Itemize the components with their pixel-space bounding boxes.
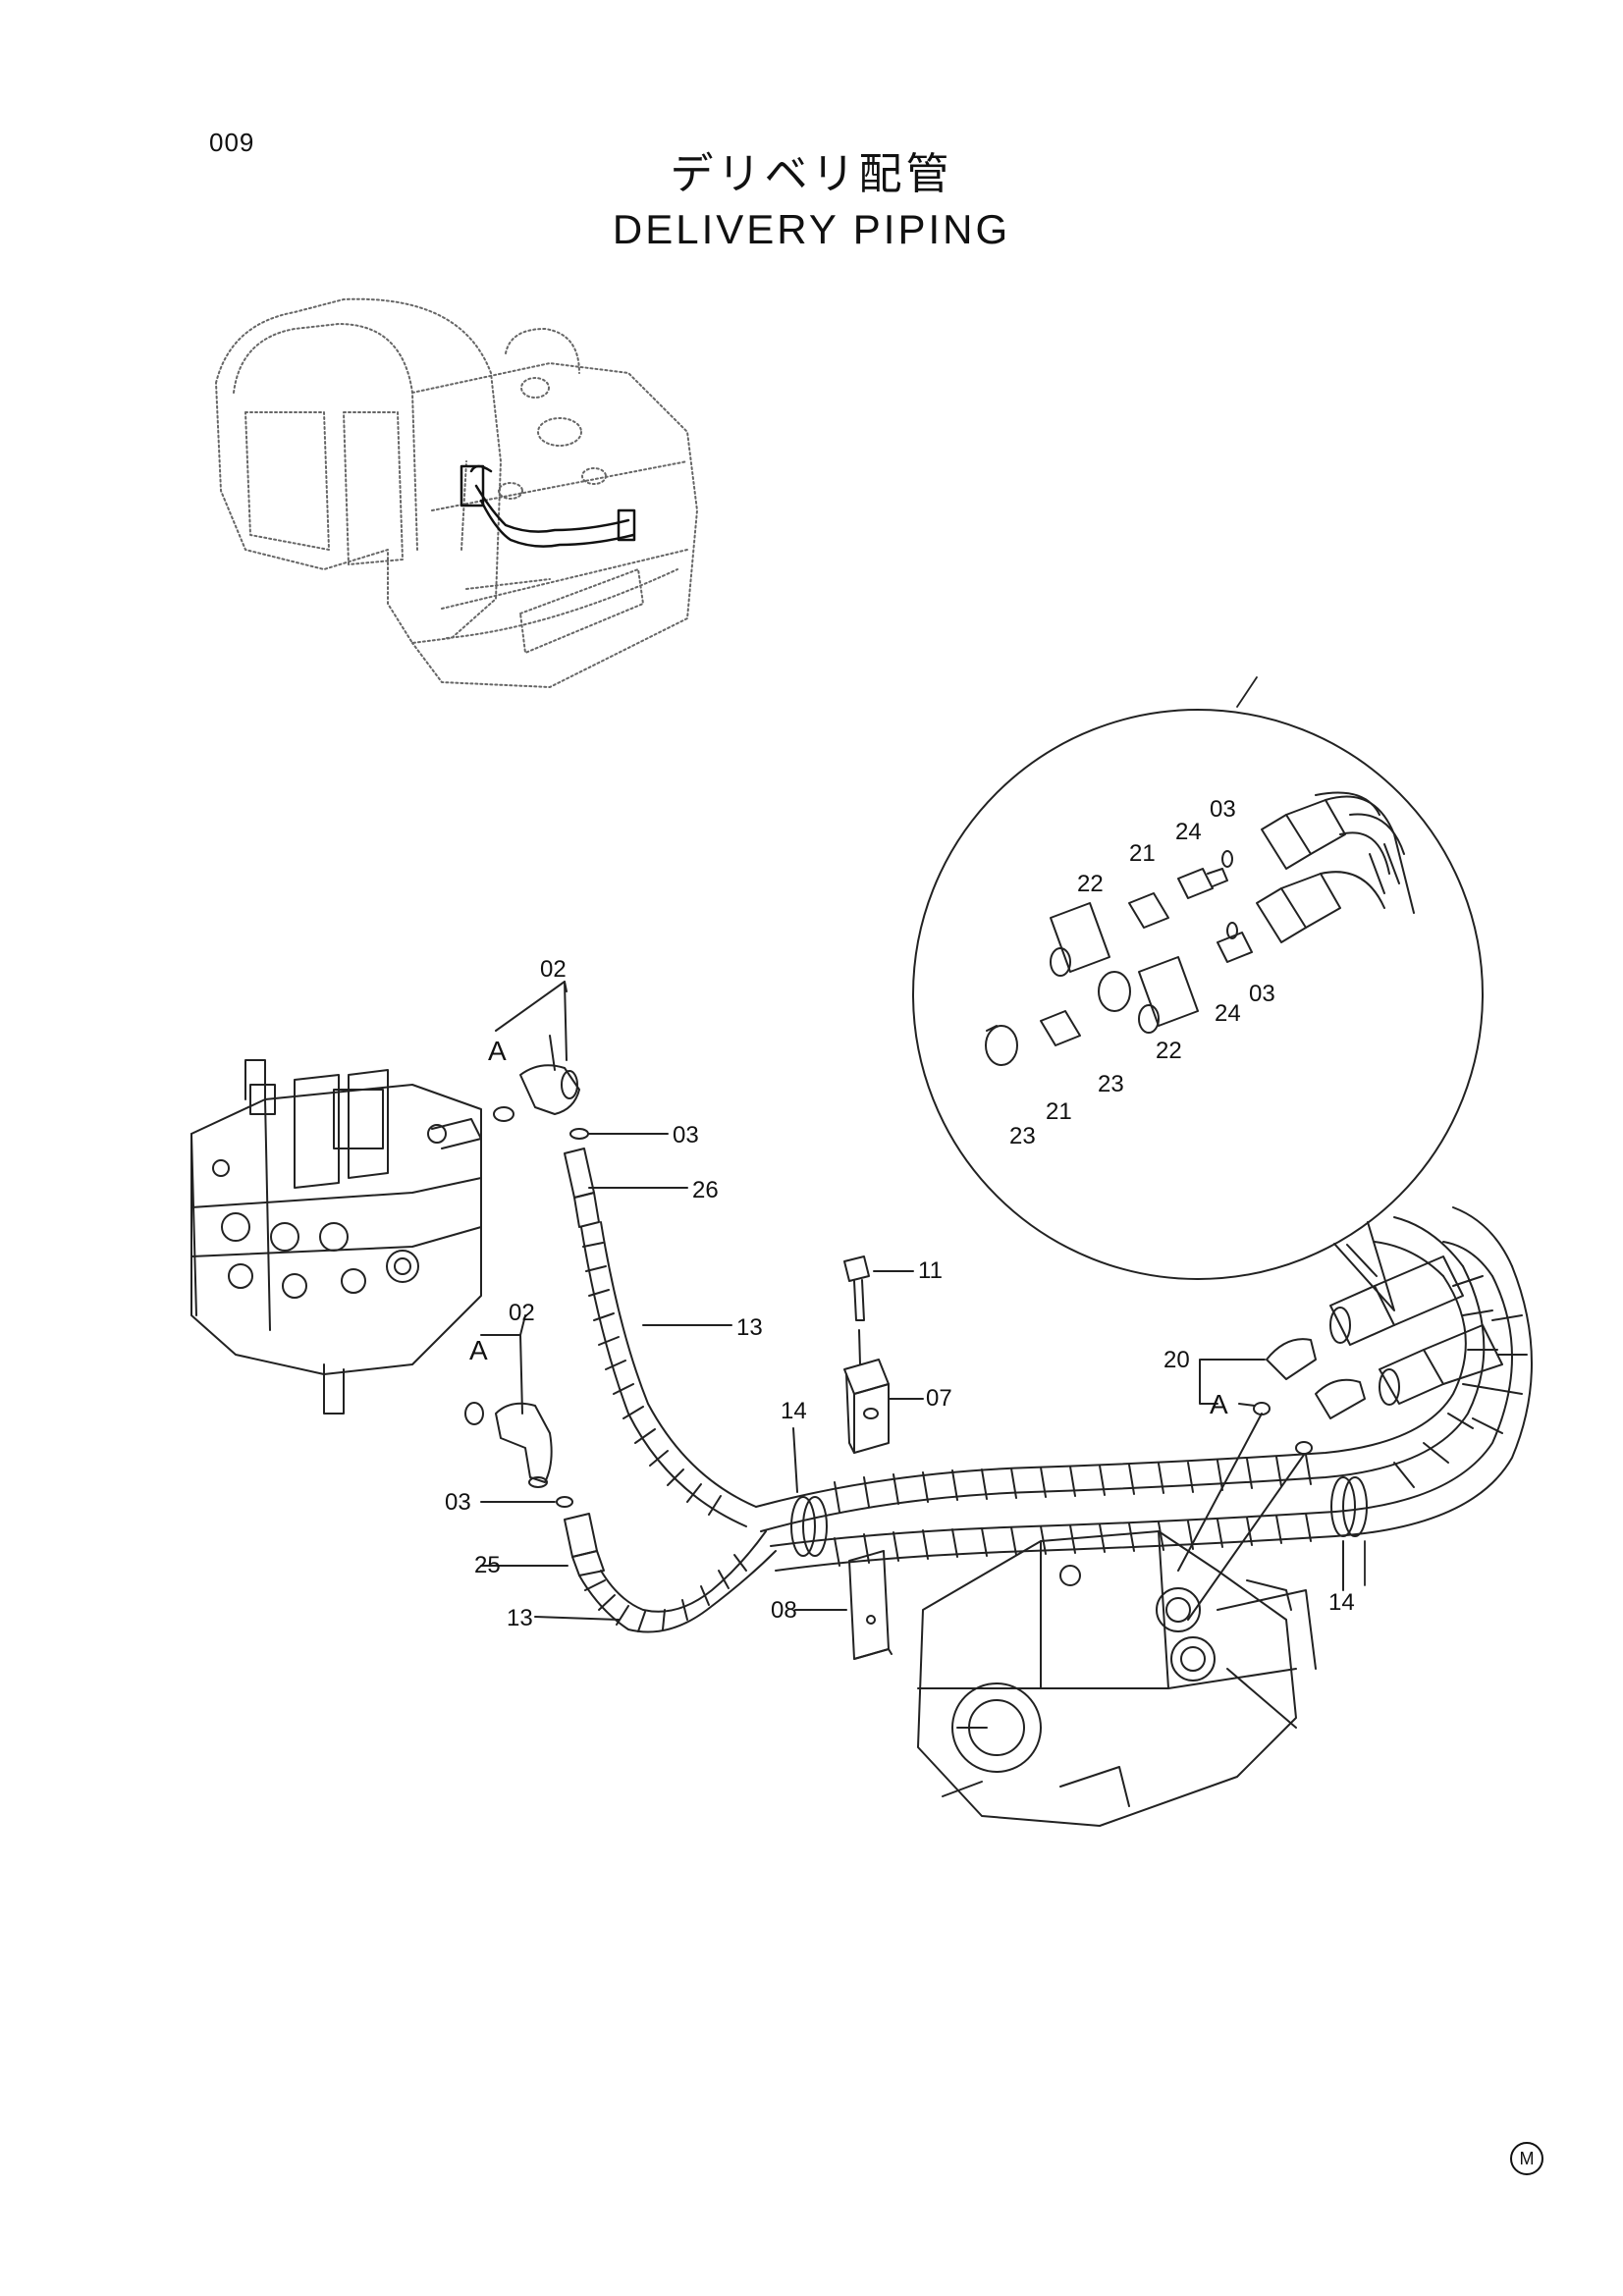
detail-callout-03-top: 03 bbox=[1210, 796, 1236, 823]
oring-03-top bbox=[569, 1128, 669, 1140]
bolt-11 bbox=[843, 1255, 914, 1365]
plate-08 bbox=[794, 1550, 893, 1660]
callout-a-mid: A bbox=[469, 1335, 488, 1365]
title-block: デリベリ配管 DELIVERY PIPING bbox=[0, 147, 1623, 257]
excavator-overview bbox=[215, 297, 698, 688]
hose-assembly-26 bbox=[564, 1148, 757, 1527]
callout-20: 20 bbox=[1163, 1347, 1190, 1373]
callout-14-left: 14 bbox=[781, 1398, 807, 1424]
detail-callout-24-bot: 24 bbox=[1215, 1000, 1241, 1027]
detail-callout-23-mid: 23 bbox=[1098, 1071, 1124, 1097]
callout-14-right: 14 bbox=[1328, 1589, 1355, 1616]
leader-lines bbox=[1236, 676, 1366, 1586]
detail-callout-03-bot: 03 bbox=[1249, 981, 1275, 1007]
detail-callout-22-top: 22 bbox=[1077, 871, 1104, 897]
callout-25: 25 bbox=[474, 1552, 501, 1578]
manufacturer-mark: M bbox=[1510, 2142, 1543, 2175]
oring-03-mid bbox=[480, 1496, 573, 1508]
callout-13-low: 13 bbox=[507, 1605, 533, 1631]
control-valve bbox=[190, 1059, 482, 1415]
detail-callout-22-bot: 22 bbox=[1156, 1038, 1182, 1064]
hydraulic-pump bbox=[917, 1530, 1317, 1827]
elbow-fitting-02-top bbox=[493, 981, 580, 1122]
clamp-07 bbox=[843, 1359, 924, 1454]
callout-02-top: 02 bbox=[540, 956, 567, 983]
title-english: DELIVERY PIPING bbox=[612, 206, 1011, 252]
callout-a-right: A bbox=[1210, 1389, 1228, 1419]
callout-03-mid: 03 bbox=[445, 1489, 471, 1516]
callout-13-mid: 13 bbox=[736, 1314, 763, 1341]
hose-bundle-main bbox=[755, 1206, 1533, 1572]
hose-assembly-25 bbox=[480, 1513, 777, 1633]
page-number: 009 bbox=[209, 128, 255, 157]
detail-callout-21-top: 21 bbox=[1129, 840, 1156, 867]
band-clamp-14-left bbox=[790, 1427, 828, 1557]
detail-callout-23-bot: 23 bbox=[1009, 1123, 1036, 1149]
callout-08: 08 bbox=[771, 1597, 797, 1624]
elbow-fitting-20 bbox=[1177, 1338, 1366, 1621]
callout-11: 11 bbox=[918, 1257, 943, 1284]
callout-a-top: A bbox=[488, 1036, 507, 1066]
callout-07: 07 bbox=[926, 1385, 952, 1412]
detail-callout-24-top: 24 bbox=[1175, 819, 1202, 845]
callout-26: 26 bbox=[692, 1177, 719, 1203]
detail-circle bbox=[912, 709, 1484, 1311]
callout-03-top: 03 bbox=[673, 1122, 699, 1148]
callout-labels: 02 A 03 26 13 02 A 03 25 13 11 07 14 08 … bbox=[445, 796, 1355, 1631]
elbow-fitting-02-mid bbox=[464, 1314, 553, 1488]
hose-end-fittings-right bbox=[1329, 1255, 1503, 1406]
excavator-highlight-piping bbox=[460, 464, 636, 548]
title-japanese: デリベリ配管 bbox=[670, 149, 953, 199]
detail-fittings bbox=[985, 791, 1415, 1066]
callout-02-mid: 02 bbox=[509, 1300, 535, 1326]
detail-callout-21-bot: 21 bbox=[1046, 1098, 1072, 1125]
